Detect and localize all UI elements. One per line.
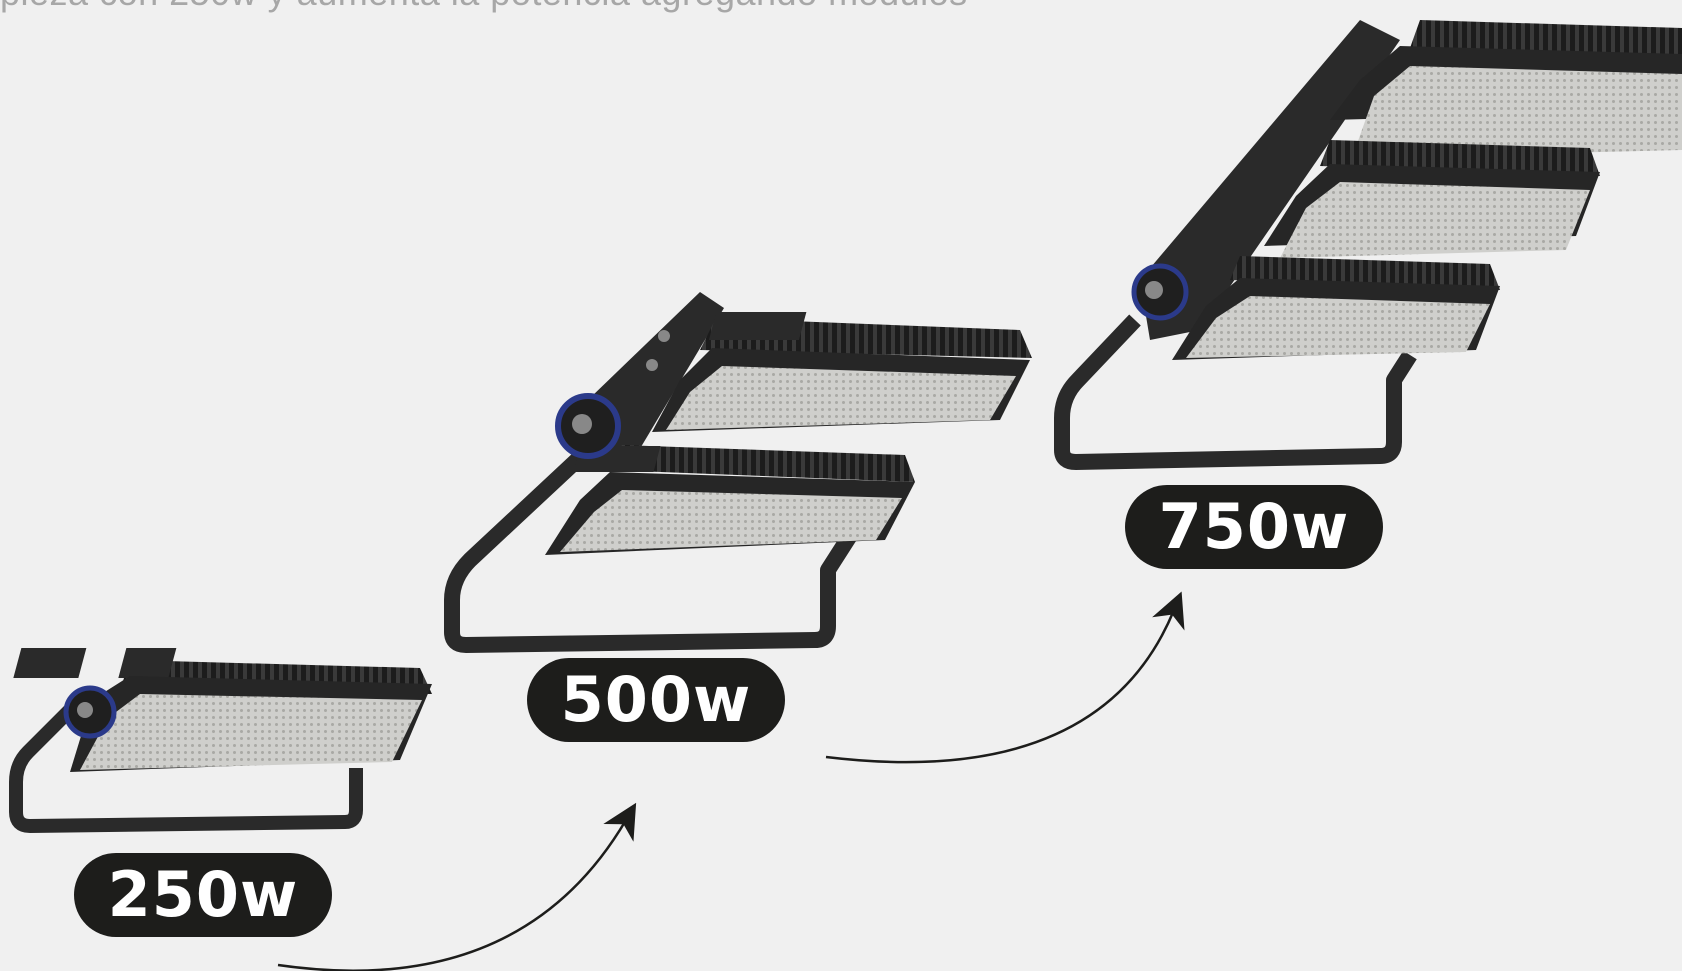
- floodlight-250w: [9, 648, 432, 833]
- led-panel-750w-middle: [1280, 182, 1590, 258]
- power-badge-250w: 250w: [74, 853, 332, 937]
- arrow-500-to-750: [825, 591, 1185, 764]
- floodlight-750w: [1054, 20, 1682, 470]
- bracket-500w: [444, 442, 867, 653]
- power-badge-500w: 500w: [527, 658, 785, 742]
- arrow-250-to-500: [277, 802, 637, 971]
- power-badge-750w: 750w: [1125, 485, 1383, 569]
- bracket-250w: [9, 703, 363, 833]
- led-panel-750w-bottom: [1186, 296, 1490, 358]
- header-text: pieza con 250w y aumenta la potencia agr…: [0, 0, 968, 14]
- led-panel-750w-top: [1352, 66, 1682, 158]
- led-panel-500w-upper: [666, 366, 1016, 430]
- bracket-750w: [1054, 314, 1417, 470]
- led-panel-500w-lower: [560, 490, 902, 552]
- heatsink-500w-lower: [610, 445, 915, 482]
- floodlight-500w: [444, 292, 1032, 653]
- led-panel-250w: [80, 694, 422, 770]
